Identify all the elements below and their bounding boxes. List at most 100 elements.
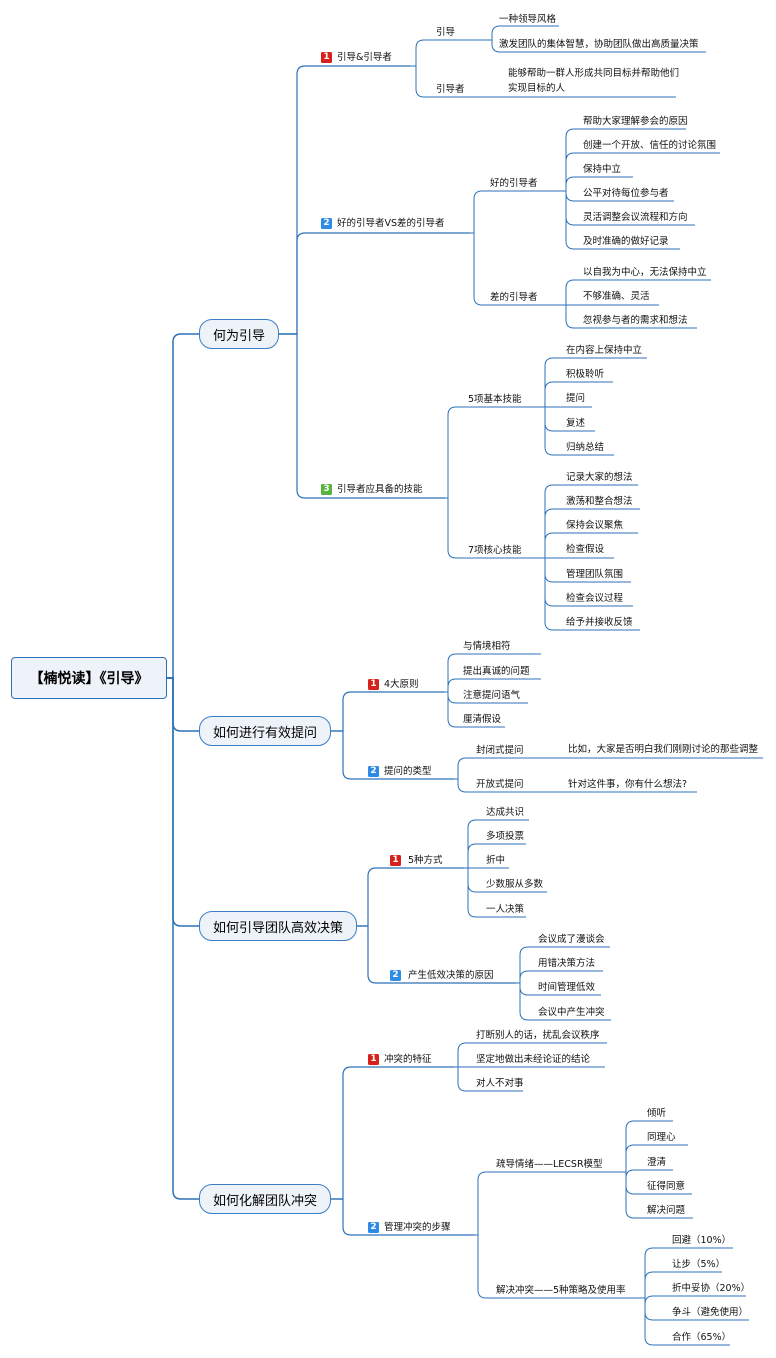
leaf-node[interactable]: 让步（5%） (672, 1259, 726, 1270)
leaf-node[interactable]: 一人决策 (486, 904, 525, 915)
leaf-node[interactable]: 保持中立 (583, 164, 622, 175)
connector (167, 677, 199, 927)
leaf-node[interactable]: 会议中产生冲突 (538, 1007, 605, 1018)
connector (620, 1120, 673, 1173)
number-badge: 2 (368, 766, 379, 777)
leaf-node[interactable]: 提出真诚的问题 (463, 666, 530, 677)
leaf-node[interactable]: 不够准确、灵活 (583, 291, 650, 302)
subtopic-conflict-features[interactable]: 冲突的特征 (384, 1054, 432, 1065)
leaf-node[interactable]: 给予并接收反馈 (566, 617, 633, 628)
leaf-example[interactable]: 比如，大家是否明白我们刚刚讨论的那些调整 (568, 744, 759, 755)
leaf-node[interactable]: 在内容上保持中立 (566, 345, 643, 356)
node-7-core-skills[interactable]: 7项核心技能 (468, 545, 522, 556)
leaf-node[interactable]: 检查会议过程 (566, 593, 624, 604)
leaf-node[interactable]: 激发团队的集体智慧，协助团队做出高质量决策 (499, 39, 699, 50)
leaf-facilitator-definition[interactable]: 能够帮助一群人形成共同目标并帮助他们实现目标的人 (508, 68, 680, 94)
leaf-node[interactable]: 少数服从多数 (486, 879, 544, 890)
subtopic-good-vs-bad-facilitator[interactable]: 好的引导者VS差的引导者 (337, 218, 445, 229)
connector (540, 484, 638, 559)
leaf-node[interactable]: 复述 (566, 418, 586, 429)
subtopic-inefficient-decision-causes[interactable]: 产生低效决策的原因 (408, 970, 494, 981)
connector (540, 532, 638, 559)
node-lecsr-model[interactable]: 疏导情绪——LECSR模型 (496, 1159, 603, 1170)
leaf-node[interactable]: 帮助大家理解参会的原因 (583, 116, 688, 127)
topic-what-is-facilitation[interactable]: 何为引导 (199, 319, 280, 349)
leaf-node[interactable]: 解决问题 (647, 1205, 686, 1216)
node-5-basic-skills[interactable]: 5项基本技能 (468, 394, 522, 405)
leaf-node[interactable]: 检查假设 (566, 544, 605, 555)
leaf-node[interactable]: 注意提问语气 (463, 690, 521, 701)
leaf-node[interactable]: 征得同意 (647, 1181, 686, 1192)
node-closed-question[interactable]: 封闭式提问 (476, 745, 524, 756)
node-bad-facilitator[interactable]: 差的引导者 (490, 292, 538, 303)
connector (410, 65, 490, 98)
leaf-node[interactable]: 回避（10%） (672, 1235, 732, 1246)
leaf-node[interactable]: 激荡和整合想法 (566, 496, 633, 507)
leaf-node[interactable]: 忽视参与者的需求和想法 (583, 315, 688, 326)
subtopic-question-types[interactable]: 提问的类型 (384, 766, 432, 777)
leaf-node[interactable]: 折中妥协（20%） (672, 1283, 751, 1294)
leaf-node[interactable]: 倾听 (647, 1108, 667, 1119)
connector (323, 691, 444, 732)
connector (563, 152, 720, 192)
connector (167, 677, 199, 1200)
leaf-node[interactable]: 用错决策方法 (538, 958, 596, 969)
connector (454, 757, 547, 780)
leaf-node[interactable]: 与情境相符 (463, 641, 511, 652)
subtopic-conflict-steps[interactable]: 管理冲突的步骤 (384, 1222, 451, 1233)
topic-team-decision[interactable]: 如何引导团队高效决策 (199, 911, 358, 941)
leaf-node[interactable]: 保持会议聚焦 (566, 520, 624, 531)
leaf-node[interactable]: 时间管理低效 (538, 982, 596, 993)
leaf-node[interactable]: 坚定地做出未经论证的结论 (476, 1054, 591, 1065)
number-badge: 2 (321, 218, 332, 229)
connector (563, 176, 633, 192)
leaf-node[interactable]: 一种领导风格 (499, 14, 557, 25)
leaf-example[interactable]: 针对这件事，你有什么想法? (568, 779, 688, 790)
number-badge: 1 (368, 1054, 379, 1065)
connector (167, 677, 199, 732)
leaf-node[interactable]: 打断别人的话，扰乱会议秩序 (476, 1030, 600, 1041)
connector (464, 843, 526, 869)
leaf-node[interactable]: 厘清假设 (463, 714, 502, 725)
subtopic-facilitation-and-facilitator[interactable]: 引导&引导者 (337, 52, 392, 63)
leaf-node[interactable]: 争斗（避免使用） (672, 1307, 749, 1318)
topic-resolve-conflict[interactable]: 如何化解团队冲突 (199, 1184, 332, 1214)
leaf-node[interactable]: 灵活调整会议流程和方向 (583, 212, 688, 223)
connector (620, 1169, 673, 1179)
leaf-node[interactable]: 提问 (566, 393, 586, 404)
connector (563, 279, 711, 306)
leaf-node[interactable]: 多项投票 (486, 831, 525, 842)
leaf-node[interactable]: 管理团队氛围 (566, 569, 624, 580)
leaf-node[interactable]: 及时准确的做好记录 (583, 236, 669, 247)
leaf-node[interactable]: 公平对待每位参与者 (583, 188, 669, 199)
leaf-node[interactable]: 澄清 (647, 1157, 667, 1168)
connector (444, 653, 541, 693)
root-node[interactable]: 【楠悦读】《引导》 (11, 657, 167, 699)
connector (540, 508, 640, 559)
connector (563, 190, 680, 250)
subtopic-facilitator-skills[interactable]: 引导者应具备的技能 (337, 484, 423, 495)
leaf-node[interactable]: 会议成了漫谈会 (538, 934, 605, 945)
connector (637, 1271, 722, 1299)
node-5-strategies[interactable]: 解决冲突——5种策略及使用率 (496, 1285, 626, 1296)
subtopic-4-principles[interactable]: 4大原则 (384, 679, 419, 690)
leaf-node[interactable]: 折中 (486, 855, 506, 866)
node-facilitation[interactable]: 引导 (436, 27, 456, 38)
leaf-node[interactable]: 记录大家的想法 (566, 472, 633, 483)
connector (474, 1234, 637, 1299)
subtopic-5-methods[interactable]: 5种方式 (408, 855, 443, 866)
leaf-node[interactable]: 合作（65%） (672, 1332, 732, 1343)
leaf-node[interactable]: 同理心 (647, 1132, 676, 1143)
leaf-node[interactable]: 创建一个开放、信任的讨论氛围 (583, 140, 717, 151)
leaf-node[interactable]: 对人不对事 (476, 1078, 524, 1089)
node-facilitator[interactable]: 引导者 (436, 84, 465, 95)
node-good-facilitator[interactable]: 好的引导者 (490, 178, 538, 189)
leaf-node[interactable]: 归纳总结 (566, 442, 605, 453)
connector (486, 25, 559, 41)
leaf-node[interactable]: 以自我为中心，无法保持中立 (583, 267, 707, 278)
leaf-node[interactable]: 积极聆听 (566, 369, 605, 380)
leaf-node[interactable]: 达成共识 (486, 807, 525, 818)
node-open-question[interactable]: 开放式提问 (476, 779, 524, 790)
topic-effective-questioning[interactable]: 如何进行有效提问 (199, 716, 332, 746)
